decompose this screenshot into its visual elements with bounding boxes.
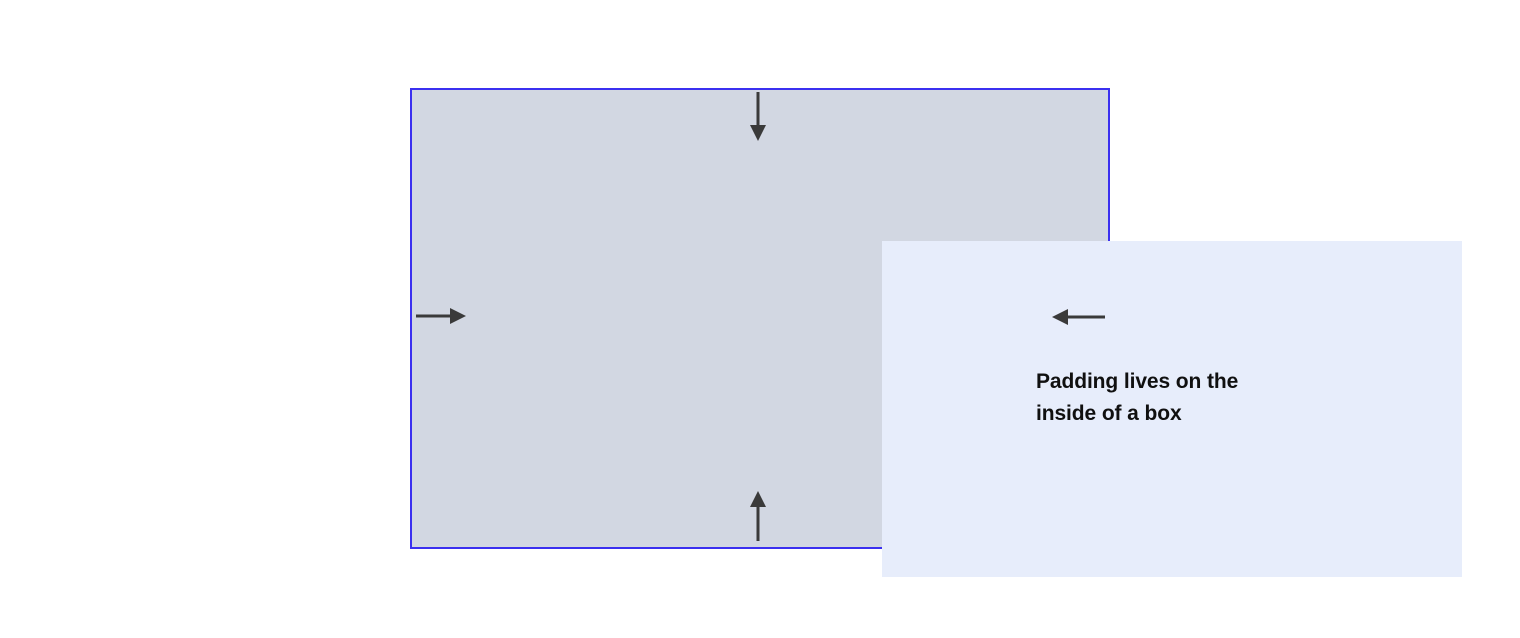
content-box: Padding lives on the inside of a box	[882, 241, 1462, 577]
arrow-up-icon	[738, 489, 778, 541]
arrow-right-icon	[416, 302, 468, 330]
arrow-down-icon	[738, 92, 778, 142]
arrow-left-icon	[1048, 303, 1106, 331]
padding-caption: Padding lives on the inside of a box	[1036, 370, 1239, 425]
border-box: Padding lives on the inside of a box	[410, 88, 1462, 577]
